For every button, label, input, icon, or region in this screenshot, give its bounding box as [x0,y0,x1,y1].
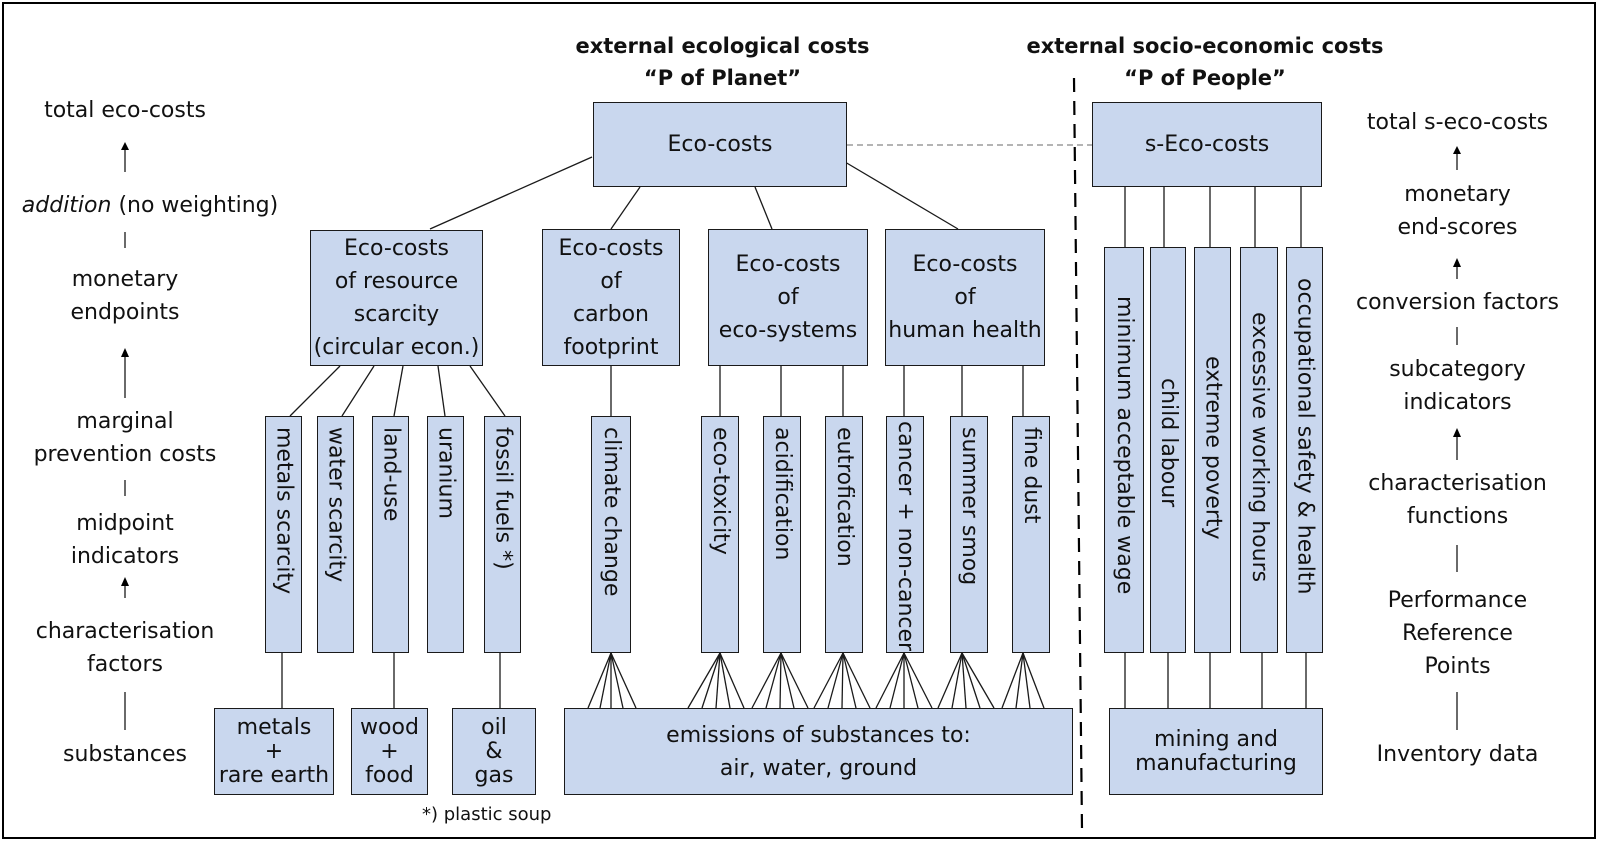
working-hours-box: excessive working hours [1240,247,1278,653]
plastic-soup-note: *) plastic soup [422,804,552,825]
fossil-fuels-box: fossil fuels *) [484,416,521,653]
planet-title: external ecological costs [575,34,870,58]
eco-systems-box: Eco-costs of eco-systems [708,229,868,366]
uranium-label: uranium [433,427,459,519]
child-labour-box: child labour [1150,247,1186,653]
child-labour-label: child labour [1156,378,1181,508]
wood-food-box: wood + food [351,708,428,795]
eco-costs-box: Eco-costs [593,102,847,187]
cancer-box: cancer + non-cancer [886,416,924,653]
total-s-eco-costs-label: total s-eco-costs [1366,110,1549,135]
subcategory-indicators-label: subcategory indicators [1389,357,1526,415]
inventory-data-label: Inventory data [1376,742,1539,767]
emissions-box: emissions of substances to: air, water, … [564,708,1073,795]
land-use-label: land-use [378,427,404,522]
eutrofication-label: eutrofication [832,427,857,567]
cancer-label: cancer + non-cancer [893,421,918,652]
minimum-wage-box: minimum acceptable wage [1104,247,1144,653]
human-health-box: Eco-costs of human health [885,229,1045,366]
land-use-box: land-use [372,416,409,653]
summer-smog-label: summer smog [957,427,982,586]
resource-scarcity-box: Eco-costs of resource scarcity (circular… [310,230,483,366]
working-hours-label: excessive working hours [1247,312,1272,583]
oil-gas-box: oil & gas [452,708,536,795]
monetary-endpoints-label: monetary endpoints [70,267,180,325]
mining-manufacturing-box: mining and manufacturing [1109,708,1323,795]
summer-smog-box: summer smog [950,416,988,653]
performance-reference-points-label: Performance Reference Points [1387,588,1528,679]
safety-health-label: occupational safety & health [1292,278,1318,595]
fine-dust-label: fine dust [1019,427,1044,524]
metals-scarcity-box: metals scarcity [265,416,302,653]
extreme-poverty-box: extreme poverty [1194,247,1231,653]
extreme-poverty-label: extreme poverty [1200,356,1226,540]
minimum-wage-label: minimum acceptable wage [1112,296,1137,595]
eco-toxicity-box: eco-toxicity [701,416,739,653]
conversion-factors-label: conversion factors [1356,290,1559,315]
eutrofication-box: eutrofication [825,416,863,653]
climate-change-label: climate change [599,427,624,597]
water-scarcity-label: water scarcity [323,427,349,583]
addition-italic: addition [21,193,112,218]
acidification-label: acidification [770,427,795,561]
water-scarcity-box: water scarcity [317,416,354,653]
eco-toxicity-label: eco-toxicity [708,427,733,555]
people-heading: external socio-economic costs “P of Peop… [1010,30,1400,94]
monetary-end-scores-label: monetary end-scores [1397,182,1518,240]
people-subtitle: “P of People” [1124,66,1286,90]
addition-rest: (no weighting) [111,193,279,218]
characterisation-factors-label: characterisation factors [35,619,215,677]
fossil-fuels-label: fossil fuels *) [490,427,516,570]
characterisation-functions-label: characterisation functions [1368,471,1547,529]
substances-label: substances [63,742,187,767]
s-eco-costs-box: s-Eco-costs [1092,102,1322,187]
addition-label: addition (no weighting) [0,189,300,222]
metals-scarcity-label: metals scarcity [271,427,297,595]
climate-change-box: climate change [591,416,631,653]
carbon-footprint-box: Eco-costs of carbon footprint [542,229,680,366]
midpoint-indicators-label: midpoint indicators [70,511,180,569]
acidification-box: acidification [763,416,801,653]
people-title: external socio-economic costs [1026,34,1384,58]
safety-health-box: occupational safety & health [1286,247,1323,653]
uranium-box: uranium [427,416,464,653]
planet-heading: external ecological costs “P of Planet” [545,30,900,94]
metals-rare-earth-box: metals + rare earth [214,708,334,795]
marginal-prevention-label: marginal prevention costs [33,409,217,467]
fine-dust-box: fine dust [1012,416,1050,653]
total-eco-costs-label: total eco-costs [44,98,206,123]
planet-subtitle: “P of Planet” [643,66,802,90]
